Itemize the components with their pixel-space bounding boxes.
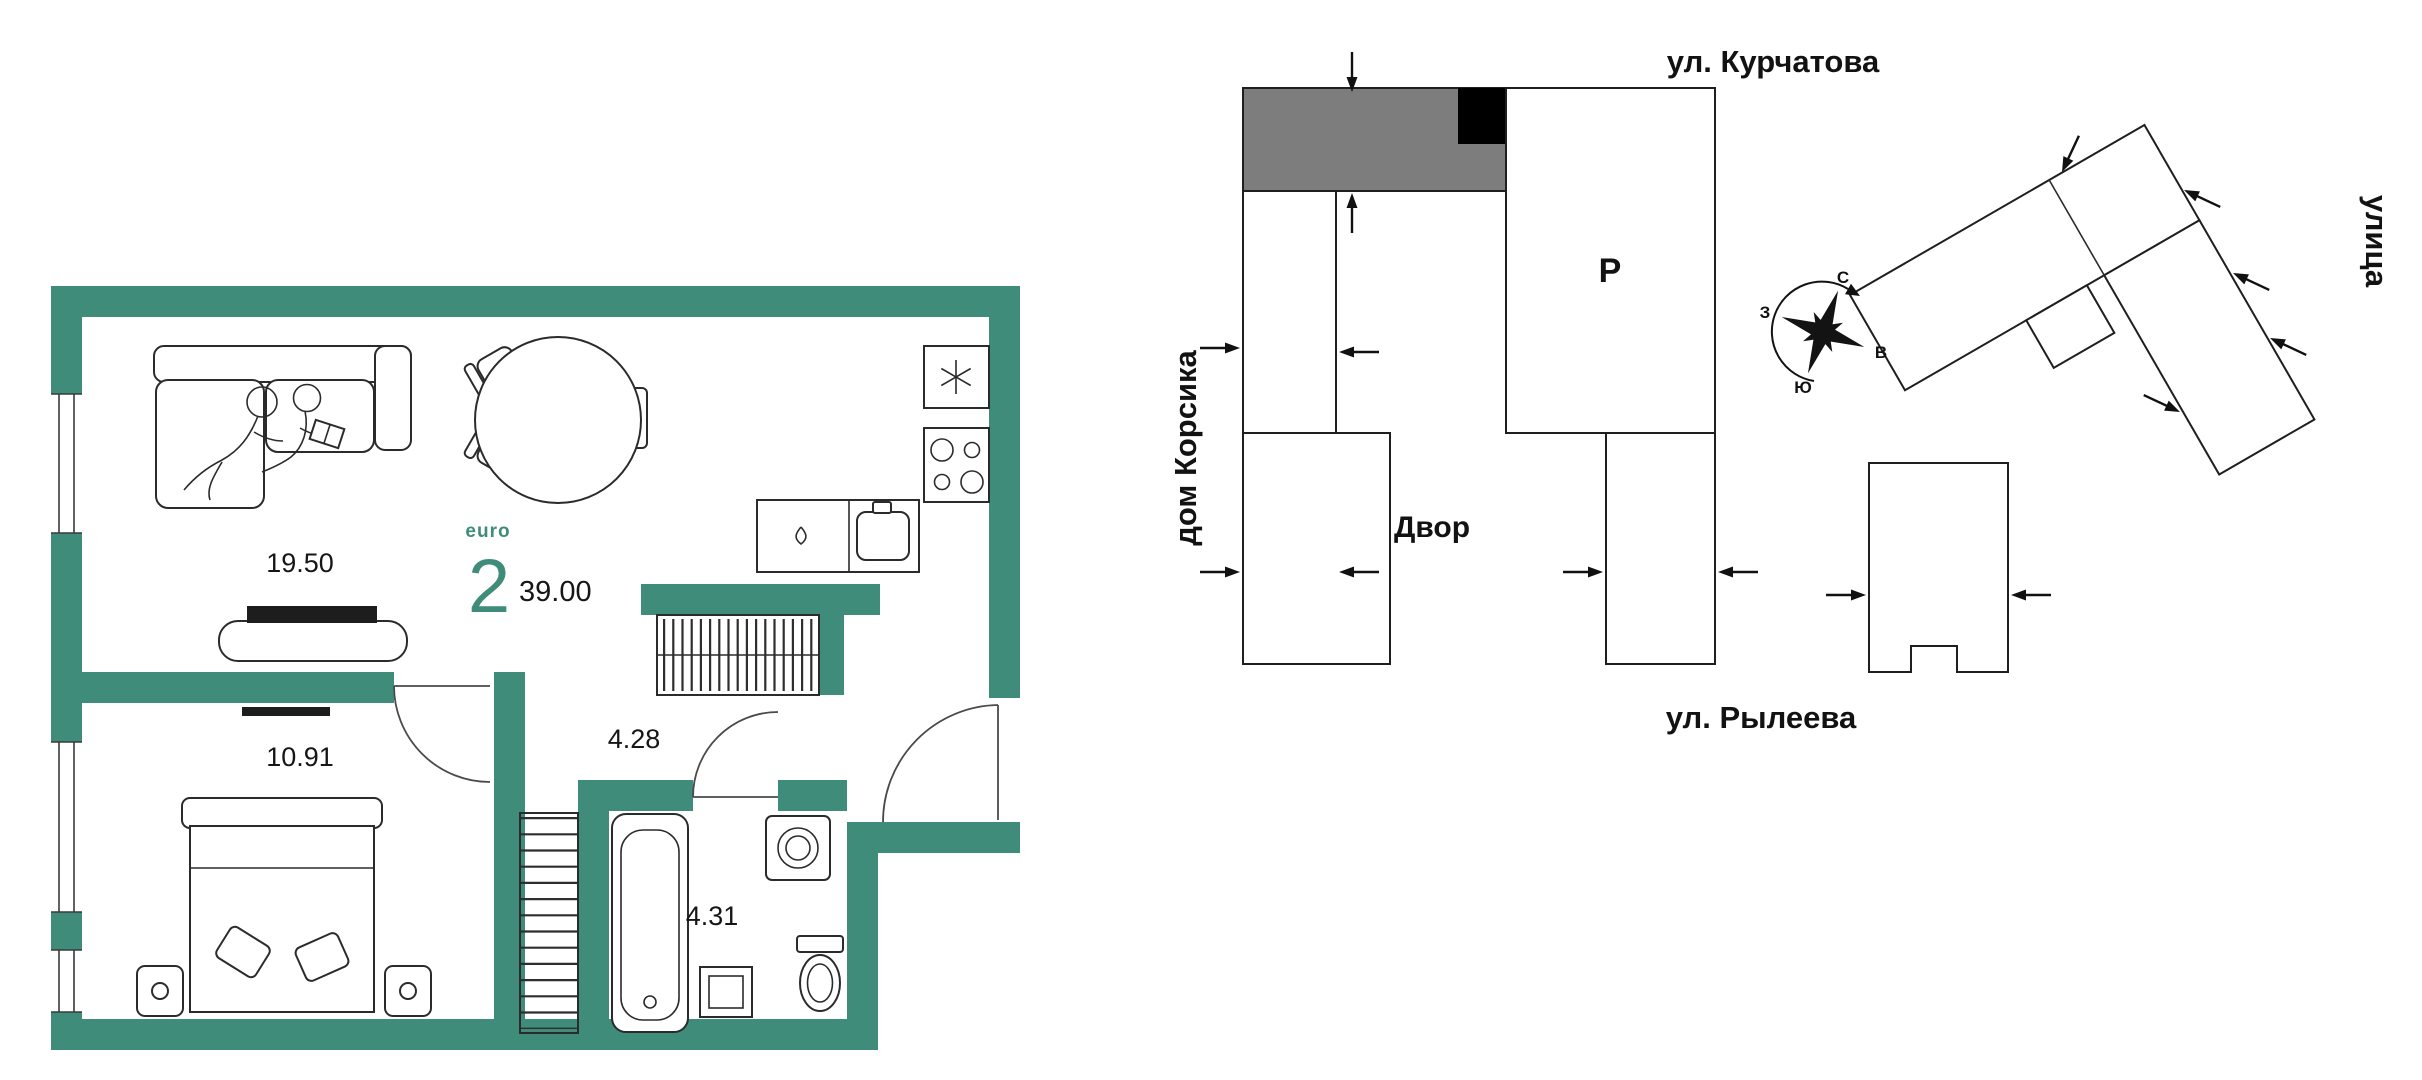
entrance-arrow-icon — [2184, 190, 2221, 208]
entrance-arrow-icon — [1346, 52, 1358, 92]
street-bottom-label: ул. Рылеева — [1666, 700, 1857, 735]
parking-label: Р — [1599, 252, 1622, 290]
street-right-label: улица — [2359, 195, 2394, 288]
toilet — [796, 935, 844, 1012]
entrance-arrow-icon — [2062, 135, 2080, 172]
pillow — [294, 932, 350, 982]
total-area-label: 39.00 — [519, 576, 592, 608]
window-living — [51, 393, 82, 534]
entrance-arrow-icon — [2143, 394, 2180, 412]
sitemap: С В З Ю ул. Курчатова ул. Рылеева дом Ко… — [1168, 44, 2394, 735]
entrance-arrow-icon — [1200, 566, 1240, 578]
bathroom-fixtures — [611, 813, 844, 1033]
building-angled-complex — [1848, 123, 2316, 476]
kitchen — [756, 345, 990, 573]
kitchen-counter — [756, 499, 920, 573]
people-reading-illustration — [183, 383, 346, 501]
entrance-arrow-icon — [1718, 566, 1758, 578]
compass-east-label: В — [1875, 343, 1887, 362]
compass-rose-icon: С В З Ю — [1760, 268, 1887, 397]
sofa — [153, 345, 412, 509]
bedroom-door — [393, 685, 491, 783]
floorplan-labels: 19.50 10.91 4.28 4.31 euro 2 39.00 — [266, 521, 738, 931]
entrance-door — [882, 704, 999, 823]
fridge — [923, 345, 990, 409]
book-icon — [308, 418, 346, 450]
dining-table — [474, 336, 642, 504]
entrance-arrow-icon — [1346, 193, 1358, 233]
washing-machine — [765, 815, 831, 881]
building-right-lower — [1605, 432, 1716, 665]
nightstand — [384, 965, 432, 1017]
entrance-arrow-icon — [2011, 589, 2051, 601]
droplet-icon — [795, 526, 807, 546]
tv-screen — [247, 606, 377, 623]
living-area-label: 19.50 — [266, 548, 334, 578]
bedroom-tv — [242, 707, 330, 716]
bed — [181, 797, 383, 1013]
sink-tap — [872, 501, 892, 514]
snowflake-icon — [940, 360, 972, 394]
bathroom-cabinet — [699, 966, 753, 1018]
dining-set — [463, 336, 648, 504]
entrance-arrow-icon — [1563, 566, 1603, 578]
street-top-label: ул. Курчатова — [1667, 44, 1880, 79]
sitemap-labels: ул. Курчатова ул. Рылеева дом Корсика ул… — [1168, 44, 2394, 735]
floorplan: 19.50 10.91 4.28 4.31 euro 2 39.00 — [51, 286, 1020, 1050]
apartment-type-badge: euro 2 39.00 — [465, 521, 591, 629]
compass-south-label: Ю — [1794, 378, 1812, 397]
window-bedroom-small — [51, 949, 82, 1013]
euro-type-label: euro — [465, 521, 510, 542]
rooms-count-label: 2 — [468, 544, 510, 629]
neighbor-building-complex — [1242, 87, 1716, 665]
neighbor-building-label: дом Корсика — [1168, 349, 1203, 545]
entrance-arrow-icon — [1339, 566, 1379, 578]
building-lower-block — [1242, 432, 1391, 665]
entrance-arrow-icon — [2270, 338, 2307, 356]
courtyard-label: Двор — [1394, 511, 1470, 544]
location-marker — [1458, 88, 1506, 144]
window-bedroom — [51, 741, 82, 913]
bathroom-area-label: 4.31 — [686, 901, 739, 931]
tv-console — [218, 606, 408, 662]
nightstand — [136, 965, 184, 1017]
stove — [923, 427, 990, 503]
bedroom-furniture — [136, 707, 432, 1017]
entrance-arrow-icon — [1826, 589, 1866, 601]
entrance-arrow-icon — [2233, 273, 2270, 291]
entrance-arrows — [1200, 52, 2307, 601]
bathtub — [611, 813, 689, 1033]
compass-west-label: З — [1760, 303, 1771, 322]
hall-area-label: 4.28 — [608, 724, 661, 754]
building-small — [1868, 462, 2009, 673]
bedroom-area-label: 10.91 — [266, 742, 334, 772]
hall-shelving — [519, 812, 579, 1034]
windows — [51, 393, 82, 1013]
compass-north-label: С — [1837, 268, 1849, 287]
hall-wardrobe-hangers — [656, 614, 820, 696]
kitchen-sink — [856, 511, 910, 561]
entrance-arrow-icon — [1339, 346, 1379, 358]
entrance-arrow-icon — [1200, 342, 1240, 354]
pillow — [215, 925, 271, 979]
doors — [393, 685, 999, 823]
bathroom-door — [692, 711, 779, 798]
building-parking — [1505, 87, 1716, 434]
